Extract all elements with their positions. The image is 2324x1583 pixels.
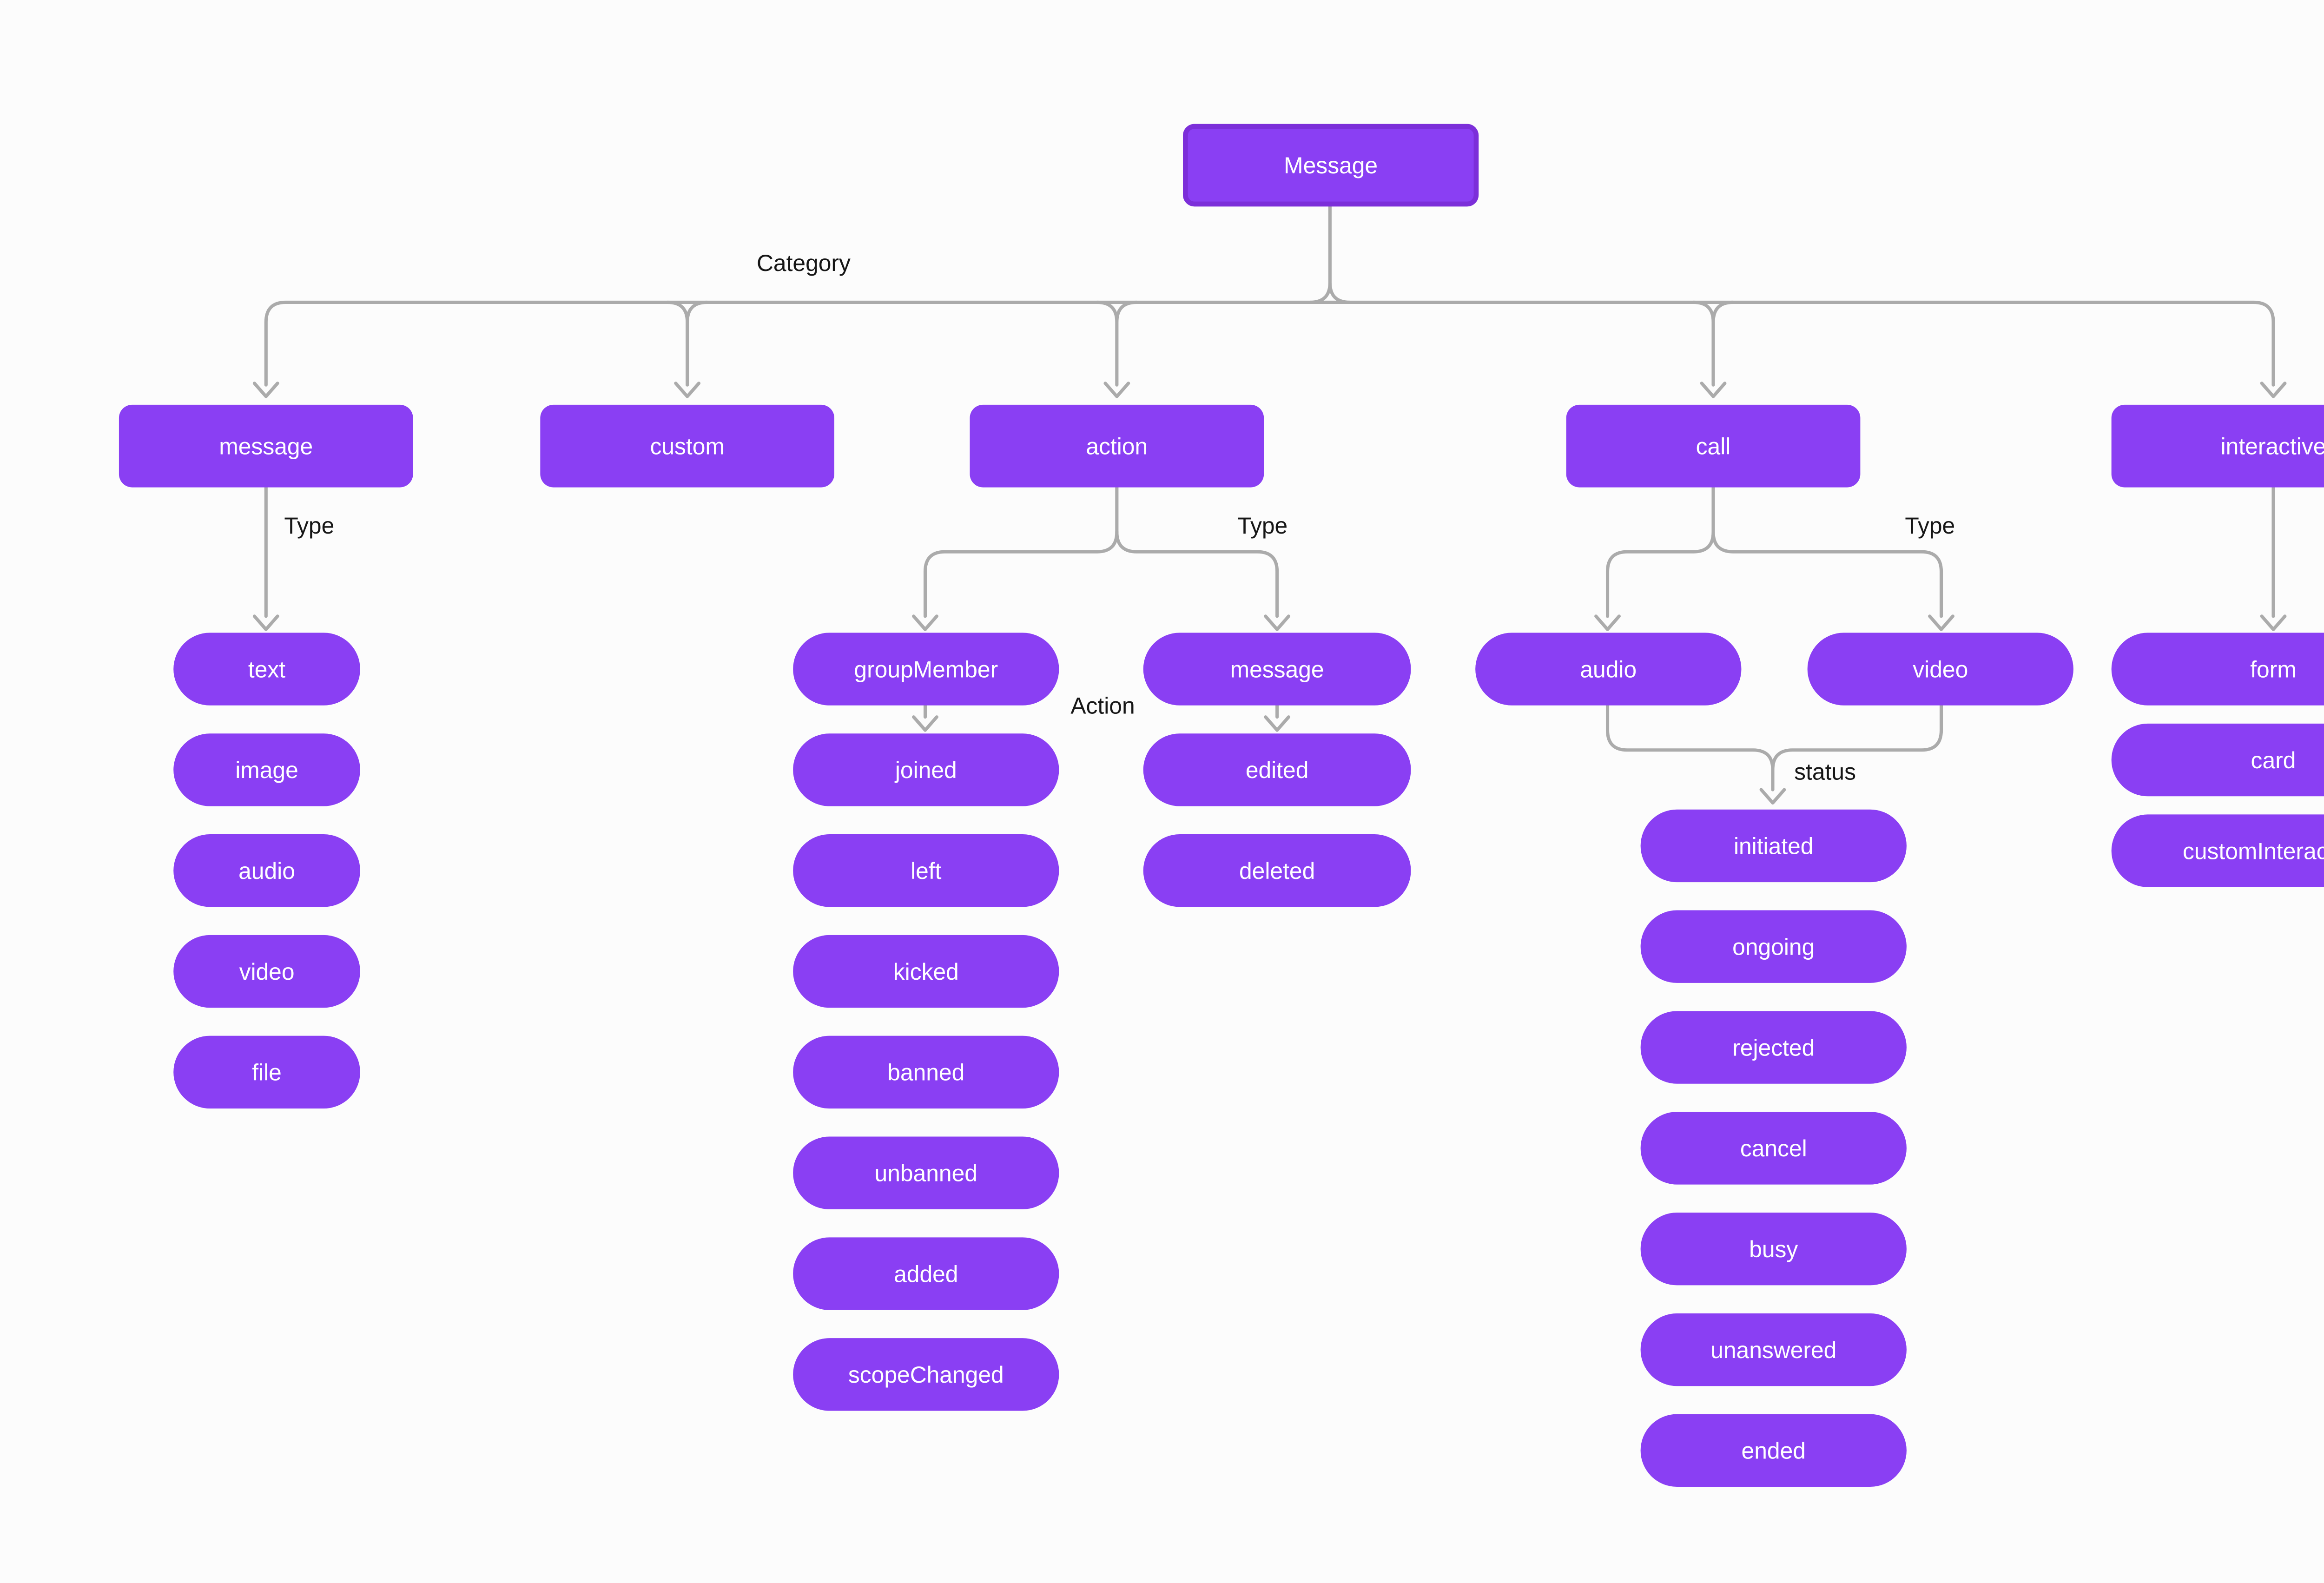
connector-call-type-left — [1605, 530, 1715, 618]
edge-label-type-call: Type — [1905, 512, 1955, 539]
node-category-action[interactable]: action — [970, 404, 1264, 488]
arrowhead-action-groupmember — [912, 614, 938, 631]
connector-root-stem — [1308, 204, 1352, 304]
node-action-kicked[interactable]: kicked — [793, 935, 1059, 1008]
node-actiontype-message[interactable]: message — [1143, 633, 1411, 706]
arrowhead-category-action — [1103, 382, 1130, 398]
node-msgtype-audio[interactable]: audio — [173, 834, 360, 907]
edge-label-action: Action — [1070, 692, 1135, 719]
edge-label-category: Category — [756, 249, 851, 276]
arrowhead-category-message — [252, 382, 279, 398]
node-action-left[interactable]: left — [793, 834, 1059, 907]
connector-drop-call — [1691, 300, 1735, 387]
node-status-rejected[interactable]: rejected — [1640, 1011, 1907, 1084]
arrowhead-category-custom — [674, 382, 701, 398]
node-category-call[interactable]: call — [1566, 404, 1861, 488]
arrowhead-action-message — [1264, 614, 1291, 631]
node-category-custom[interactable]: custom — [540, 404, 835, 488]
edge-label-status: status — [1794, 758, 1856, 785]
node-action-unbanned[interactable]: unbanned — [793, 1136, 1059, 1209]
arrowhead-groupmember-action — [912, 715, 938, 732]
node-action-deleted[interactable]: deleted — [1143, 834, 1411, 907]
node-category-interactive[interactable]: interactive — [2111, 404, 2324, 488]
arrowhead-message-edited — [1264, 715, 1291, 732]
node-msgtype-file[interactable]: file — [173, 1036, 360, 1109]
node-action-scopechanged[interactable]: scopeChanged — [793, 1338, 1059, 1411]
connector-audio-status — [1605, 704, 1775, 772]
connector-action-type-left — [923, 530, 1119, 618]
node-action-added[interactable]: added — [793, 1237, 1059, 1310]
node-action-joined[interactable]: joined — [793, 733, 1059, 806]
node-msgtype-video[interactable]: video — [173, 935, 360, 1008]
node-status-busy[interactable]: busy — [1640, 1213, 1907, 1286]
node-status-unanswered[interactable]: unanswered — [1640, 1313, 1907, 1386]
node-msgtype-image[interactable]: image — [173, 733, 360, 806]
arrowhead-call-video — [1928, 614, 1954, 631]
node-calltype-video[interactable]: video — [1807, 633, 2073, 706]
arrowhead-category-call — [1700, 382, 1727, 398]
arrowhead-status — [1759, 788, 1786, 805]
node-status-cancel[interactable]: cancel — [1640, 1112, 1907, 1185]
connector-action-type-right — [1115, 530, 1279, 618]
node-root-message[interactable]: Message — [1183, 124, 1479, 207]
node-interactive-custominteractive[interactable]: customInteractive — [2111, 814, 2324, 887]
arrowhead-call-audio — [1594, 614, 1621, 631]
edge-label-type-action: Type — [1237, 512, 1288, 539]
node-status-ended[interactable]: ended — [1640, 1414, 1907, 1487]
connector-drop-action — [1095, 300, 1139, 387]
connector-call-type-right — [1711, 530, 1943, 618]
arrowhead-category-interactive — [2260, 382, 2287, 398]
node-msgtype-text[interactable]: text — [173, 633, 360, 706]
node-interactive-form[interactable]: form — [2111, 633, 2324, 706]
connector-drop-custom — [666, 300, 709, 387]
node-action-edited[interactable]: edited — [1143, 733, 1411, 806]
arrowhead-interactive-type — [2260, 614, 2287, 631]
arrowhead-message-type — [252, 614, 279, 631]
node-interactive-card[interactable]: card — [2111, 723, 2324, 797]
node-category-message[interactable]: message — [119, 404, 413, 488]
connector-category-rail — [264, 300, 2275, 387]
connector-video-status — [1771, 704, 1943, 772]
node-calltype-audio[interactable]: audio — [1475, 633, 1742, 706]
node-action-banned[interactable]: banned — [793, 1036, 1059, 1109]
node-actiontype-groupmember[interactable]: groupMember — [793, 633, 1059, 706]
edge-label-type-message: Type — [284, 512, 335, 539]
node-status-initiated[interactable]: initiated — [1640, 809, 1907, 883]
node-status-ongoing[interactable]: ongoing — [1640, 910, 1907, 983]
